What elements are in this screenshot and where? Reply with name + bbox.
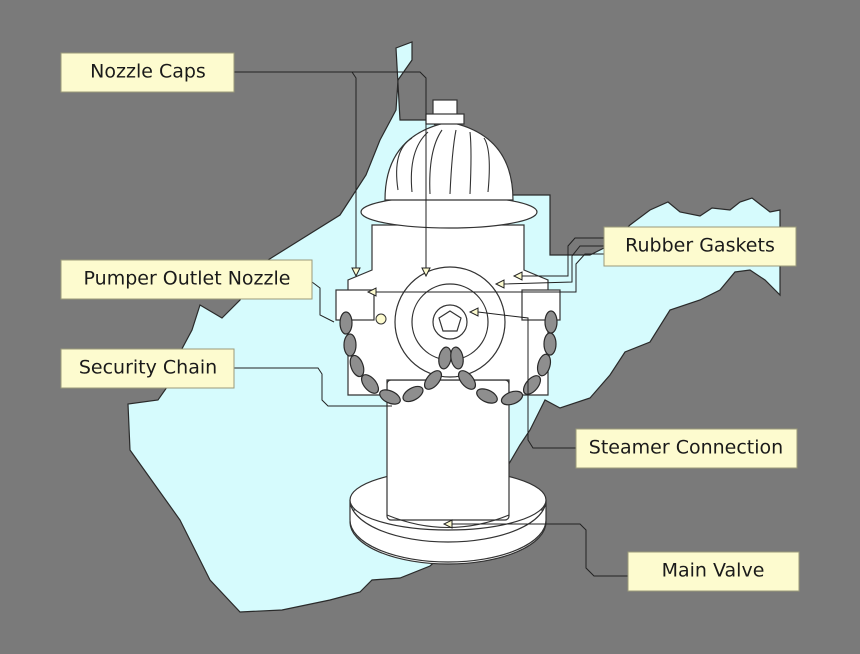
label-main-valve: Main Valve <box>627 551 800 592</box>
label-security-chain: Security Chain <box>60 348 235 389</box>
pumper-outlet-nozzle-marker <box>375 313 387 325</box>
hydrant-rim <box>360 195 538 229</box>
label-nozzle-caps: Nozzle Caps <box>60 52 235 93</box>
steamer-pentagon-nut <box>438 310 462 332</box>
label-steamer-connection-text: Steamer Connection <box>589 437 783 459</box>
right-nozzle-cap <box>521 289 561 321</box>
label-rubber-gaskets-text: Rubber Gaskets <box>625 235 775 257</box>
security-chain <box>339 310 558 406</box>
label-nozzle-caps-text: Nozzle Caps <box>90 61 206 83</box>
label-rubber-gaskets: Rubber Gaskets <box>603 226 797 267</box>
label-pumper-outlet-nozzle-text: Pumper Outlet Nozzle <box>84 268 291 290</box>
leader-lines <box>234 71 628 577</box>
label-steamer-connection: Steamer Connection <box>575 428 798 469</box>
label-main-valve-text: Main Valve <box>662 560 765 582</box>
label-security-chain-text: Security Chain <box>79 357 217 379</box>
leader-arrowheads <box>351 267 523 529</box>
label-pumper-outlet-nozzle: Pumper Outlet Nozzle <box>60 259 313 300</box>
